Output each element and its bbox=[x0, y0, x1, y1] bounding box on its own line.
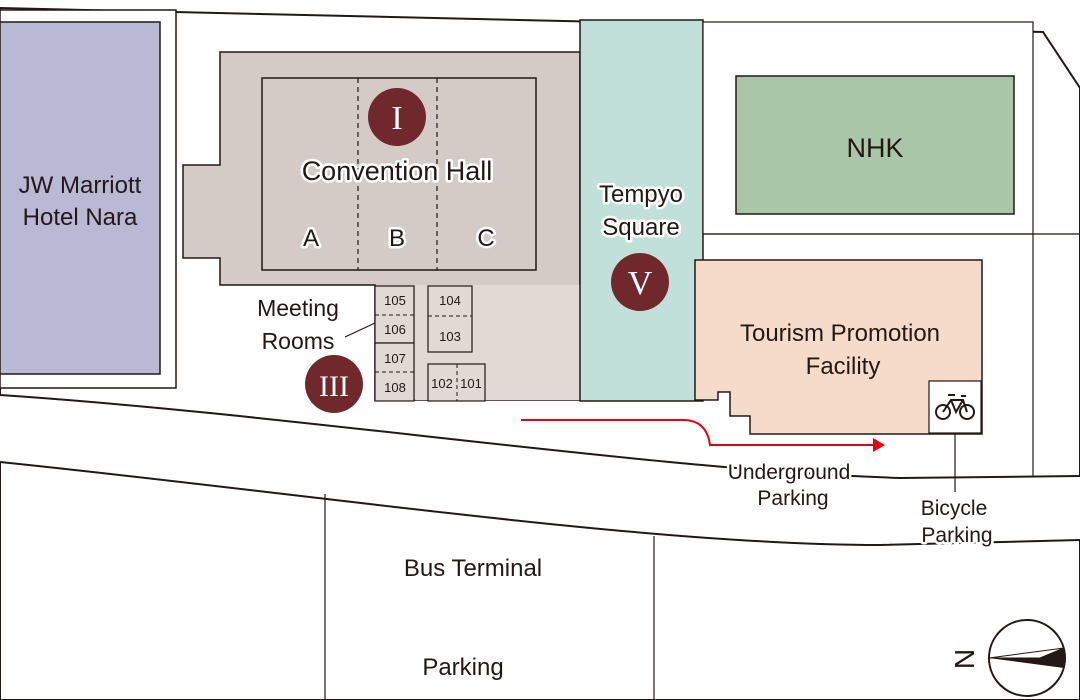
hotel-label-line1: JW Marriott bbox=[19, 172, 142, 199]
bicycle-parking-line1: Bicycle bbox=[921, 497, 988, 520]
meeting-numeral: III bbox=[319, 370, 349, 403]
meeting-numeral-badge bbox=[305, 355, 363, 413]
tempyo-square-label-line1: Tempyo bbox=[599, 181, 683, 208]
room-101: 101 bbox=[460, 376, 482, 391]
meeting-rooms-leader bbox=[344, 322, 376, 338]
room-107-108[interactable] bbox=[374, 342, 415, 402]
main-road bbox=[0, 395, 1080, 545]
square-numeral-badge bbox=[611, 253, 669, 311]
road-edge-north bbox=[0, 394, 1080, 480]
nhk-building[interactable] bbox=[735, 75, 1015, 215]
tourism-facility[interactable] bbox=[694, 259, 983, 435]
room-105: 105 bbox=[384, 293, 406, 308]
room-104: 104 bbox=[439, 293, 461, 308]
hotel-label-line2: Hotel Nara bbox=[23, 204, 138, 231]
bus-terminal-label: Bus Terminal bbox=[404, 555, 542, 582]
route-arrow-icon bbox=[521, 419, 885, 452]
underground-parking-line1: Underground bbox=[728, 461, 851, 484]
room-103-104[interactable] bbox=[427, 285, 473, 353]
nhk-label: NHK bbox=[846, 133, 903, 163]
tempyo-square-label-line2: Square bbox=[602, 214, 679, 241]
convention-hall-label: Convention Hall bbox=[302, 156, 493, 186]
parking-label: Parking bbox=[422, 654, 503, 681]
hall-section-b: B bbox=[389, 225, 405, 252]
room-106: 106 bbox=[384, 322, 406, 337]
hall-numeral-badge bbox=[368, 88, 426, 146]
hall-section-c: C bbox=[477, 225, 494, 252]
tempyo-square[interactable] bbox=[579, 19, 704, 402]
square-numeral: V bbox=[628, 265, 653, 302]
underground-parking-line2: Parking bbox=[757, 487, 828, 510]
meeting-rooms-label-line1: Meeting bbox=[257, 295, 339, 321]
tourism-label-line2: Facility bbox=[806, 353, 881, 380]
hall-section-a: A bbox=[303, 225, 319, 252]
hall-numeral: I bbox=[391, 100, 402, 137]
meeting-rooms-label-line2: Rooms bbox=[262, 328, 335, 354]
room-105-106[interactable] bbox=[374, 285, 415, 344]
compass-icon bbox=[988, 619, 1066, 697]
bicycle-parking-line2: Parking bbox=[921, 524, 992, 547]
room-102: 102 bbox=[431, 376, 453, 391]
room-103: 103 bbox=[439, 329, 461, 344]
compass-north-label: N bbox=[949, 649, 980, 669]
room-107: 107 bbox=[384, 351, 406, 366]
tourism-label-line1: Tourism Promotion bbox=[740, 320, 940, 347]
hotel-building[interactable] bbox=[0, 21, 161, 375]
room-108: 108 bbox=[384, 380, 406, 395]
road-edge-south bbox=[0, 461, 1080, 547]
bicycle-icon bbox=[935, 394, 975, 420]
